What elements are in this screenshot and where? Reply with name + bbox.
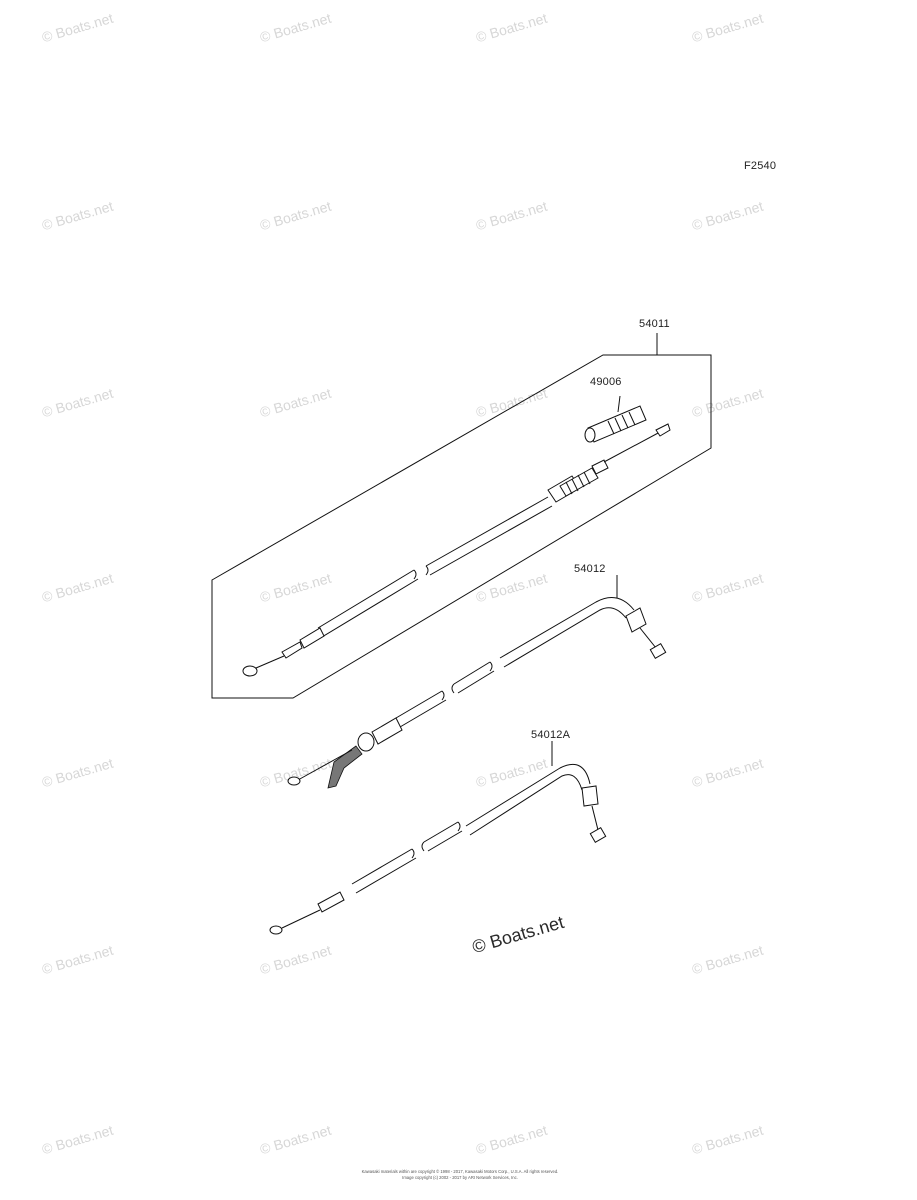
image-copyright-line: Image copyright (c) 2002 - 2017 by ARI N… (402, 1175, 518, 1180)
cable-54011 (242, 423, 671, 677)
part-number-label: 54012 (574, 563, 606, 575)
boot-49006 (584, 395, 647, 443)
part-number-label: 49006 (590, 376, 622, 388)
cable-54012A (269, 741, 607, 935)
figure-code: F2540 (744, 160, 777, 172)
part-number-label: 54012A (531, 729, 571, 741)
copyright-line: Kawasaki materials within are copyright … (361, 1169, 559, 1174)
part-number-label: 54011 (639, 318, 670, 330)
part-group-54011-outline (211, 333, 712, 699)
cable-54012 (287, 575, 667, 789)
